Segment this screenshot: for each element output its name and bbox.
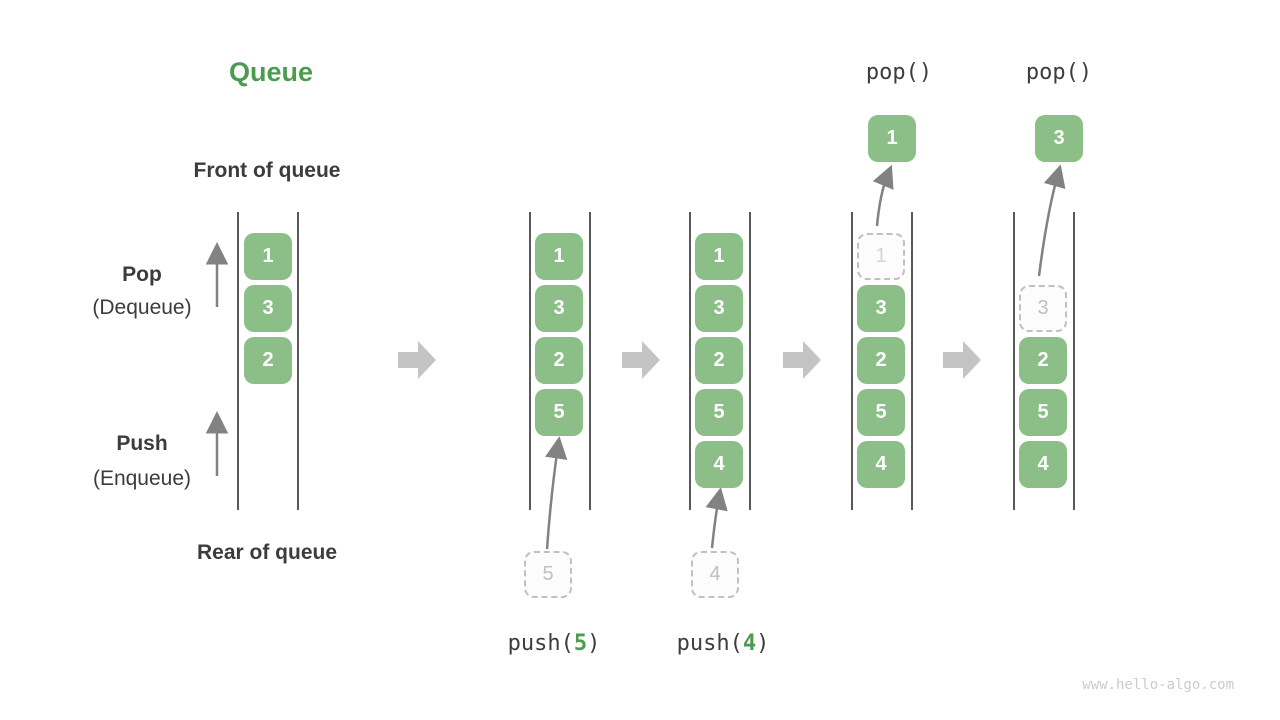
pop-3-arrow-icon xyxy=(1037,164,1066,277)
queue-item: 1 xyxy=(695,233,743,280)
enqueue-label: (Enqueue) xyxy=(92,467,192,490)
state-transition-arrow-icon xyxy=(943,341,981,379)
queue-wall xyxy=(529,212,531,510)
queue-item: 2 xyxy=(1019,337,1067,384)
queue-item: 4 xyxy=(695,441,743,488)
rear-of-queue-label: Rear of queue xyxy=(196,541,338,564)
push-arg-text: 5 xyxy=(573,631,588,656)
queue-item: 5 xyxy=(695,389,743,436)
queue-item: 2 xyxy=(695,337,743,384)
push-label: Push xyxy=(116,432,168,455)
push-fn-text: push( xyxy=(507,631,574,656)
queue-wall xyxy=(851,212,853,510)
queue-item-ghost: 3 xyxy=(1019,285,1067,332)
queue-item: 5 xyxy=(1019,389,1067,436)
queue-item: 5 xyxy=(857,389,905,436)
queue-item: 4 xyxy=(1019,441,1067,488)
push-fn-text: push( xyxy=(676,631,743,656)
queue-wall xyxy=(237,212,239,510)
pop-call-label: pop() xyxy=(1025,60,1093,85)
queue-item: 2 xyxy=(244,337,292,384)
queue-wall xyxy=(297,212,299,510)
staged-item-ghost: 4 xyxy=(691,551,739,598)
front-of-queue-label: Front of queue xyxy=(193,159,341,182)
queue-wall xyxy=(1013,212,1015,510)
popped-item: 3 xyxy=(1035,115,1083,162)
queue-item: 2 xyxy=(535,337,583,384)
push-call-label: push(5) xyxy=(484,631,624,656)
watermark: www.hello-algo.com xyxy=(1082,677,1234,693)
queue-wall xyxy=(689,212,691,510)
dequeue-label: (Dequeue) xyxy=(92,296,192,319)
push-close-text: ) xyxy=(587,631,601,656)
queue-item: 4 xyxy=(857,441,905,488)
queue-wall xyxy=(911,212,913,510)
queue-wall xyxy=(749,212,751,510)
queue-wall xyxy=(589,212,591,510)
queue-wall xyxy=(1073,212,1075,510)
queue-item: 3 xyxy=(244,285,292,332)
push-4-arrow-icon xyxy=(705,487,728,549)
queue-item: 5 xyxy=(535,389,583,436)
pop-1-arrow-icon xyxy=(872,164,894,227)
queue-item: 1 xyxy=(535,233,583,280)
state-transition-arrow-icon xyxy=(398,341,436,379)
queue-item-ghost: 1 xyxy=(857,233,905,280)
state-transition-arrow-icon xyxy=(622,341,660,379)
popped-item: 1 xyxy=(868,115,916,162)
queue-item: 2 xyxy=(857,337,905,384)
state-transition-arrow-icon xyxy=(783,341,821,379)
pop-call-label: pop() xyxy=(865,60,933,85)
queue-item: 1 xyxy=(244,233,292,280)
diagram-title: Queue xyxy=(229,57,314,87)
push-5-arrow-icon xyxy=(545,436,568,550)
queue-item: 3 xyxy=(695,285,743,332)
push-close-text: ) xyxy=(756,631,770,656)
queue-item: 3 xyxy=(535,285,583,332)
push-arg-text: 4 xyxy=(742,631,757,656)
pop-label: Pop xyxy=(122,263,162,286)
queue-item: 3 xyxy=(857,285,905,332)
push-call-label: push(4) xyxy=(653,631,793,656)
staged-item-ghost: 5 xyxy=(524,551,572,598)
